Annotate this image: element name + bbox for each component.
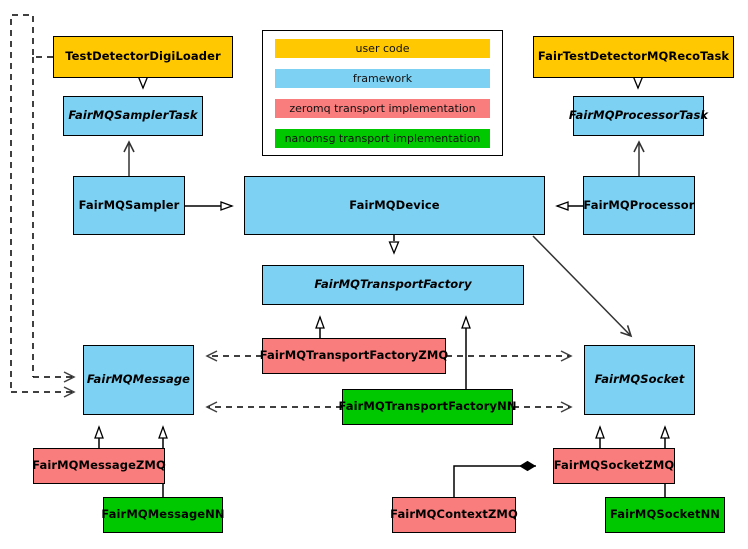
legend-label-nanomsg: nanomsg transport implementation xyxy=(284,132,481,145)
class-label: FairMQProcessor xyxy=(583,197,695,212)
class-label: FairMQMessage xyxy=(86,372,191,387)
class-node-fairmqtransportfactory[interactable]: FairMQTransportFactory xyxy=(262,265,524,305)
class-label: FairMQTransportFactoryNN xyxy=(338,399,517,414)
class-node-fairmqmessagenn[interactable]: FairMQMessageNN xyxy=(101,497,225,533)
class-node-fairtestdetectormqrecotask[interactable]: FairTestDetectorMQRecoTask xyxy=(533,36,734,78)
class-label: FairMQMessageNN xyxy=(101,507,225,522)
class-node-fairmqsocketnn[interactable]: FairMQSocketNN xyxy=(605,497,725,533)
class-node-fairmqsocket[interactable]: FairMQSocket xyxy=(584,345,695,415)
class-label: FairTestDetectorMQRecoTask xyxy=(537,49,730,64)
class-label: FairMQContextZMQ xyxy=(390,507,518,522)
legend-item-nanomsg: nanomsg transport implementation xyxy=(275,129,490,148)
class-label: FairMQSampler xyxy=(78,197,180,212)
legend-item-framework: framework xyxy=(275,69,490,88)
class-label: FairMQSocket xyxy=(594,372,685,387)
class-node-fairmqprocessortask[interactable]: FairMQProcessorTask xyxy=(569,96,708,136)
class-node-fairmqsampler[interactable]: FairMQSampler xyxy=(73,176,185,235)
class-node-fairmqmessagezmq[interactable]: FairMQMessageZMQ xyxy=(32,448,166,484)
class-node-fairmqdevice[interactable]: FairMQDevice xyxy=(244,176,545,235)
class-label: FairMQSocketZMQ xyxy=(553,458,675,473)
assoc-device-socket xyxy=(532,235,633,338)
class-label: FairMQTransportFactory xyxy=(314,277,472,292)
legend-label-framework: framework xyxy=(352,72,413,85)
class-label: FairMQSamplerTask xyxy=(68,108,198,123)
class-label: FairMQProcessorTask xyxy=(568,108,709,123)
class-node-fairmqsocketzmq[interactable]: FairMQSocketZMQ xyxy=(553,448,675,484)
class-label: TestDetectorDigiLoader xyxy=(65,49,221,64)
class-node-fairmqmessage[interactable]: FairMQMessage xyxy=(83,345,194,415)
legend-item-zeromq: zeromq transport implementation xyxy=(275,99,490,118)
class-label: FairMQSocketNN xyxy=(609,507,721,522)
class-label: FairMQDevice xyxy=(349,197,440,212)
comp-contextzmq-socketzmq xyxy=(453,460,536,497)
class-node-fairmqprocessor[interactable]: FairMQProcessor xyxy=(583,176,695,235)
class-node-fairmqtransportfactorynn[interactable]: FairMQTransportFactoryNN xyxy=(338,389,516,425)
class-node-fairmqtransportfactoryzmq[interactable]: FairMQTransportFactoryZMQ xyxy=(259,338,449,374)
legend: user code framework zeromq transport imp… xyxy=(262,30,503,156)
class-node-fairmqsamplertask[interactable]: FairMQSamplerTask xyxy=(63,96,203,136)
legend-item-user-code: user code xyxy=(275,39,490,58)
class-node-testdetectordigiloader[interactable]: TestDetectorDigiLoader xyxy=(53,36,233,78)
class-label: FairMQMessageZMQ xyxy=(32,458,166,473)
legend-label-zeromq: zeromq transport implementation xyxy=(289,102,476,115)
legend-label-user-code: user code xyxy=(355,42,410,55)
class-node-fairmqcontextzmq[interactable]: FairMQContextZMQ xyxy=(390,497,518,533)
class-label: FairMQTransportFactoryZMQ xyxy=(259,348,449,363)
dep-outer-frame xyxy=(10,14,53,392)
